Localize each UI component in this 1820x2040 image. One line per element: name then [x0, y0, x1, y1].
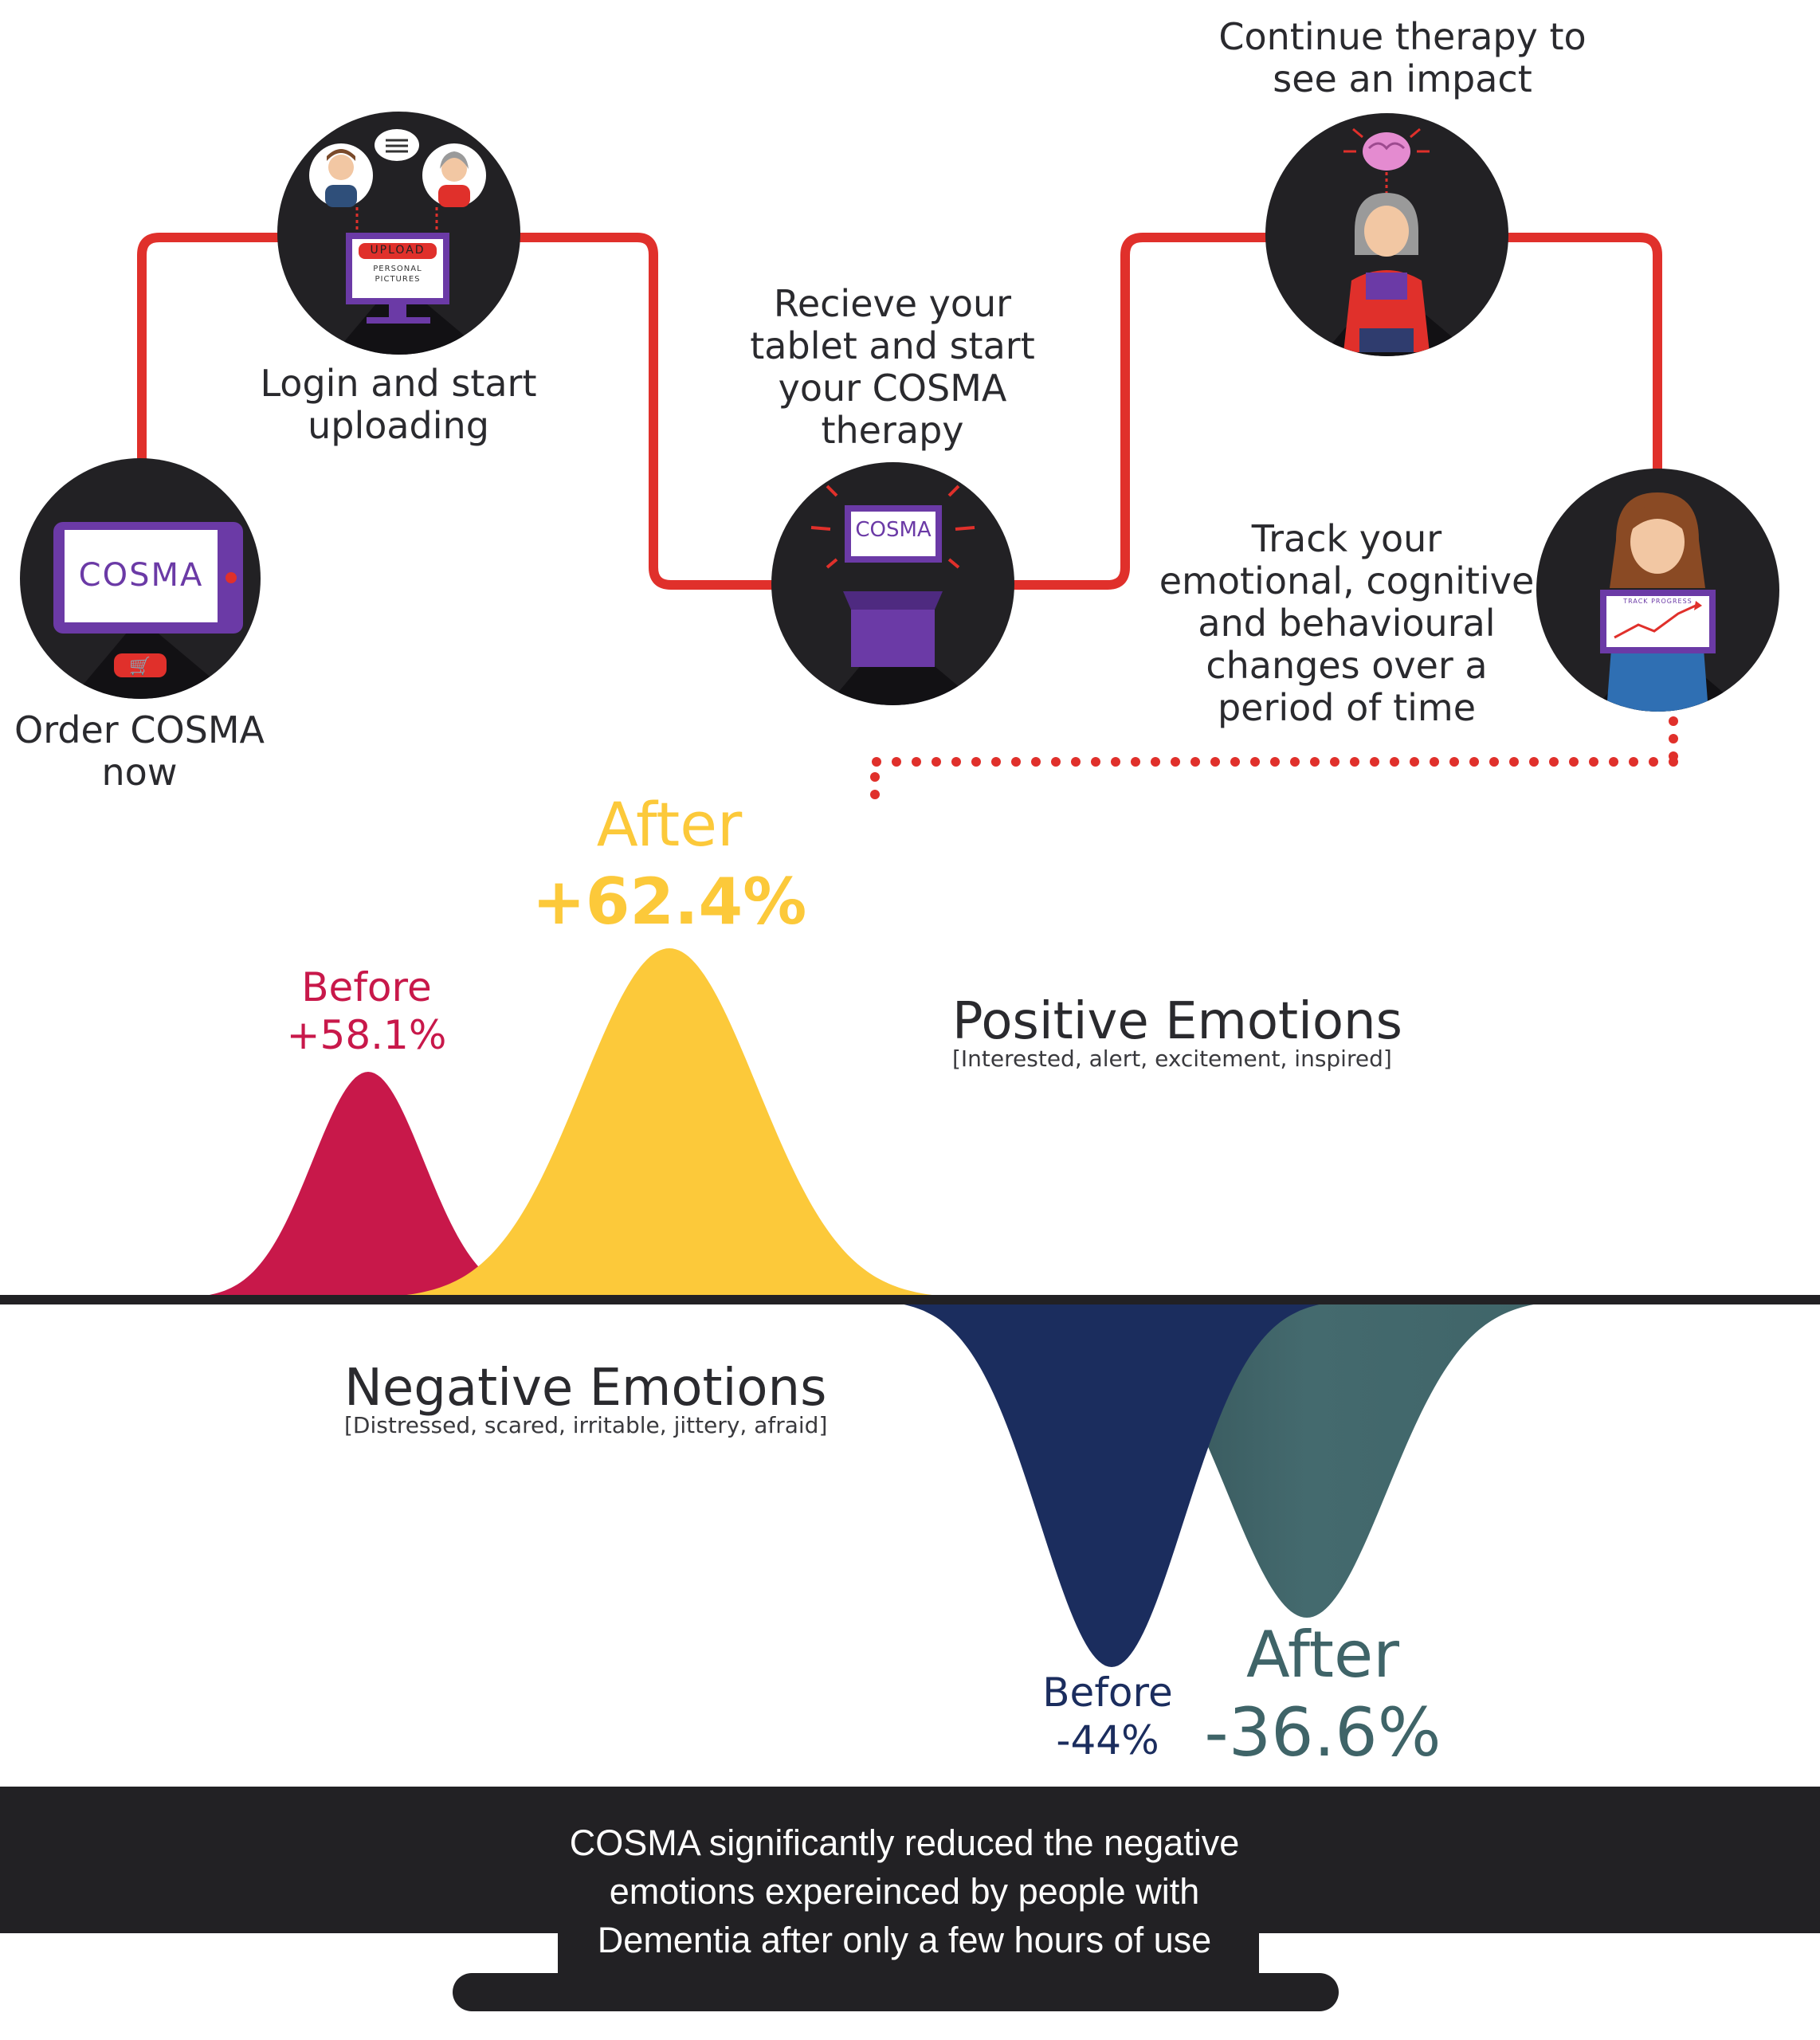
footer-statement: COSMA significantly reduced the negative…	[569, 1822, 1240, 1960]
step-order-label: Order COSMA now	[14, 708, 265, 794]
negative-after-value: -36.6%	[1204, 1693, 1441, 1771]
connector-dot	[1649, 757, 1658, 767]
connector-dot	[1629, 757, 1638, 767]
connector-dot	[1310, 757, 1320, 767]
negative-section-title: Negative Emotions	[344, 1359, 827, 1418]
upload-subtitle: PERSONAL PICTURES	[373, 265, 422, 284]
brain-person-icon	[1343, 128, 1430, 352]
connector-dot	[1071, 757, 1081, 767]
connector-dot	[1469, 757, 1479, 767]
connector-dot	[1390, 757, 1399, 767]
box-icon	[810, 484, 975, 667]
negative-section-subtitle: [Distressed, scared, irritable, jittery,…	[344, 1412, 828, 1438]
order-step-circle: 🛒 COSMA	[20, 458, 261, 699]
upload-icon	[309, 129, 486, 324]
connector-dot	[892, 757, 901, 767]
step-track-label: Track your emotional, cognitive and beha…	[1159, 517, 1535, 729]
connector-dot	[1569, 757, 1579, 767]
baseline	[0, 1295, 1820, 1304]
connector-dot	[1529, 757, 1539, 767]
connector-dot	[1430, 757, 1439, 767]
upload-title: UPLOAD	[370, 244, 426, 257]
tablet-logo: COSMA	[78, 557, 204, 594]
connector-dot	[1151, 757, 1160, 767]
connector-dot	[1250, 757, 1260, 767]
connector-dot	[1270, 757, 1280, 767]
connector-dot	[1509, 757, 1519, 767]
trend-icon	[1614, 604, 1696, 639]
positive-after-value: +62.4%	[531, 865, 807, 939]
connector-dot	[1609, 757, 1618, 767]
footer-banner-base	[453, 1973, 1339, 2011]
step-login-label: Login and start uploading	[260, 362, 537, 447]
connector-dot	[1031, 757, 1041, 767]
connector-dot	[1290, 757, 1300, 767]
brain-icon	[1363, 132, 1410, 171]
connector-dot	[1669, 734, 1678, 743]
track-step-circle: TRACK PROGRESS	[1536, 469, 1779, 712]
connector-dot	[1210, 757, 1220, 767]
dotted-connector	[870, 716, 1678, 799]
connector-dot	[1350, 757, 1359, 767]
connector-dot	[872, 757, 881, 767]
negative-after-label: After	[1245, 1618, 1400, 1692]
connector-dot	[1669, 757, 1678, 767]
positive-after-curve	[389, 948, 950, 1299]
connector-dot	[1589, 757, 1598, 767]
connector-dot	[1370, 757, 1379, 767]
connector-dot	[1549, 757, 1559, 767]
connector-dot	[1051, 757, 1061, 767]
connector-dot	[951, 757, 961, 767]
connector-dot	[1011, 757, 1021, 767]
connector-dot	[1330, 757, 1340, 767]
connector-dot	[1091, 757, 1100, 767]
connector-dot	[870, 772, 880, 782]
connector-dot	[1449, 757, 1459, 767]
connector-dot	[991, 757, 1001, 767]
cart-icon: 🛒	[129, 656, 151, 677]
login-step-circle: UPLOAD PERSONAL PICTURES	[277, 112, 520, 355]
positive-before-curve	[190, 1072, 547, 1299]
footer-banner	[0, 1787, 1820, 1933]
tablet-icon: 🛒	[53, 522, 243, 677]
connector-dot	[870, 790, 880, 799]
negative-before-curve	[882, 1299, 1341, 1667]
track-screen-label: TRACK PROGRESS	[1623, 598, 1693, 605]
positive-section-subtitle: [Interested, alert, excitement, inspired…	[952, 1046, 1392, 1072]
negative-before-value: -44%	[1056, 1717, 1159, 1763]
negative-before-label: Before	[1042, 1669, 1173, 1716]
track-progress-icon	[1600, 492, 1716, 712]
emotion-distribution-chart	[0, 948, 1820, 1667]
connector-dot	[1171, 757, 1180, 767]
connector-dot	[932, 757, 941, 767]
connector-dot	[1489, 757, 1499, 767]
connector-dot	[971, 757, 981, 767]
positive-section-title: Positive Emotions	[952, 992, 1402, 1051]
positive-before-value: +58.1%	[286, 1012, 447, 1058]
step-receive-label: Recieve your tablet and start your COSMA…	[750, 282, 1035, 452]
connector-dot	[1410, 757, 1419, 767]
box-logo: COSMA	[855, 518, 932, 542]
continue-step-circle	[1265, 113, 1508, 356]
connector-dot	[1190, 757, 1200, 767]
connector-dot	[1669, 716, 1678, 726]
receive-step-circle: COSMA	[771, 462, 1014, 705]
positive-after-label: After	[596, 789, 743, 860]
connector-dot	[912, 757, 921, 767]
connector-dot	[1131, 757, 1140, 767]
connector-dot	[1230, 757, 1240, 767]
step-continue-label: Continue therapy to see an impact	[1218, 15, 1587, 100]
positive-before-label: Before	[301, 964, 432, 1010]
connector-dot	[1111, 757, 1120, 767]
